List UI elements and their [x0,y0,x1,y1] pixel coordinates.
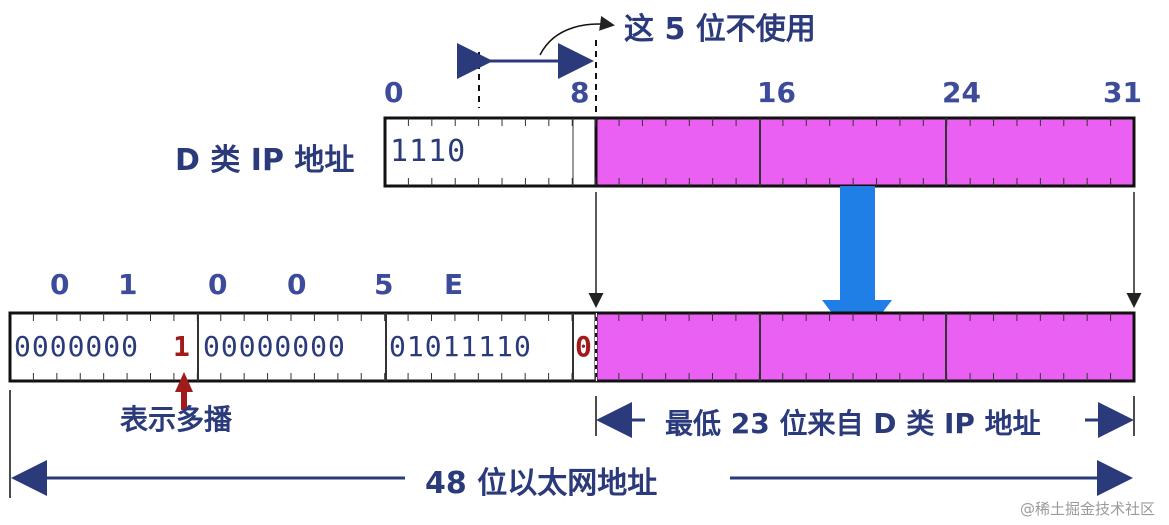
unused-bits-note: 这 5 位不使用 [624,12,816,47]
mac-box-white-part [8,311,598,383]
multicast-bit-arrow [175,372,193,410]
bit-position-31: 31 [1103,76,1142,109]
class-d-prefix-bits: 1110 [390,134,467,169]
mac-bits-group2: 00000000 [203,330,346,363]
multicast-label: 表示多播 [120,403,233,436]
hex-digit-4: 0 [287,268,307,301]
ip-box-ticks [407,118,1112,186]
hex-digit-1: 0 [50,268,70,301]
bit-position-0: 0 [384,76,404,109]
ip-box-magenta-part [594,116,1136,188]
mac-bits-group3: 01011110 [389,330,532,363]
mac48-label: 48 位以太网地址 [425,466,658,501]
mac-box-ticks [32,313,1112,381]
hex-digit-3: 0 [208,268,228,301]
ip-box-white-part [383,116,598,188]
mac-group-bit: 0 [575,330,593,363]
bit-position-16: 16 [757,76,796,109]
hex-digit-2: 1 [118,268,138,301]
class-d-ip-label: D 类 IP 地址 [175,143,355,178]
watermark: @稀土掘金技术社区 [1019,500,1155,518]
hex-digit-5: 5 [374,268,394,301]
hex-digit-6: E [444,268,464,301]
mac-bits-group1: 0000000 [14,330,140,363]
mac-box-magenta-part [594,311,1136,383]
bit-position-24: 24 [942,76,981,109]
unused-note-pointer [539,15,615,56]
lower23-label: 最低 23 位来自 D 类 IP 地址 [665,407,1041,440]
mac-multicast-bit: 1 [173,330,191,363]
bit-position-8: 8 [570,76,590,109]
mapping-big-arrow [822,186,892,346]
